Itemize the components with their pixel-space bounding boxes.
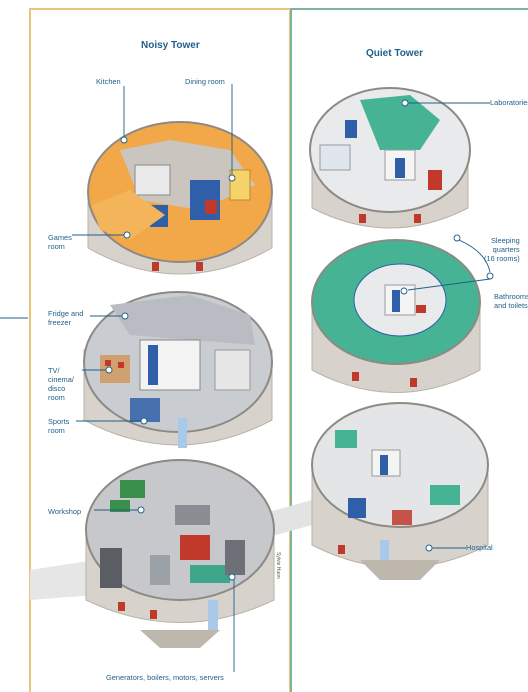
laboratories-label: Laboratories — [490, 98, 528, 107]
leader-lines — [0, 84, 494, 672]
games-room-label: Games room — [48, 233, 72, 251]
noisy-top-module — [87, 121, 273, 275]
hospital-label: Hospital — [466, 543, 493, 552]
quiet-bottom-module — [311, 402, 489, 580]
dining-room-label: Dining room — [185, 77, 225, 86]
fridge-freezer-label: Fridge and freezer — [48, 309, 84, 327]
tv-cinema-disco-room-label: TV/ cinema/ disco room — [48, 366, 74, 402]
quiet-middle-module — [311, 239, 481, 393]
workshop-label: Workshop — [48, 507, 82, 516]
quiet-tower-title: Quiet Tower — [366, 48, 424, 59]
noisy-tower-title: Noisy Tower — [141, 40, 200, 51]
left-walkway — [30, 560, 95, 600]
illustrator-credit: Sylvie Huon — [275, 552, 281, 579]
sleeping-quarters-label: Sleeping quarters (16 rooms) — [484, 236, 520, 263]
generators-label: Generators, boilers, motors, servers — [106, 673, 224, 682]
kitchen-label: Kitchen — [96, 77, 121, 86]
quiet-top-module — [309, 87, 471, 229]
noisy-bottom-module — [85, 459, 275, 648]
sports-room-label: Sports room — [48, 417, 70, 435]
bathrooms-toilets-label: Bathrooms and toilets — [494, 292, 528, 310]
